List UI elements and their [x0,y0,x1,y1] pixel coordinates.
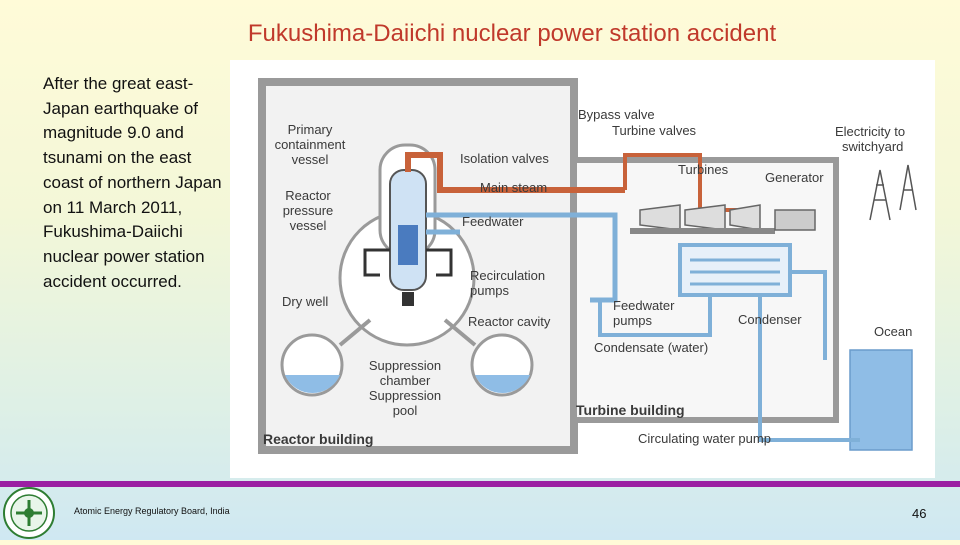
label-primary-1: Primary [288,122,333,137]
label-condensate: Condensate (water) [594,340,708,355]
label-main-steam: Main steam [480,180,547,195]
label-reactor-cavity: Reactor cavity [468,314,551,329]
label-turbines: Turbines [678,162,729,177]
label-bypass-valve: Bypass valve [578,107,655,122]
label-turbine-building: Turbine building [576,402,685,418]
label-ocean: Ocean [874,324,912,339]
label-recirc-2: pumps [470,283,510,298]
label-rpv-1: Reactor [285,188,331,203]
label-turbine-valves: Turbine valves [612,123,697,138]
label-sc-2: chamber [380,373,431,388]
label-isolation-valves: Isolation valves [460,151,549,166]
electricity-pylons [869,164,917,221]
label-fw-pumps-2: pumps [613,313,653,328]
page-number: 46 [912,506,927,521]
label-condenser: Condenser [738,312,802,327]
label-circulating-pump: Circulating water pump [638,431,771,446]
label-generator: Generator [765,170,824,185]
intro-text: After the great east-Japan earthquake of… [43,74,222,291]
label-rpv-3: vessel [290,218,327,233]
label-sp-1: Suppression [369,388,441,403]
label-feedwater: Feedwater [462,214,524,229]
generator [774,209,816,231]
reactor-pressure-vessel [389,169,427,306]
footer-organization: Atomic Energy Regulatory Board, India [74,506,230,516]
label-sc-1: Suppression [369,358,441,373]
turbines [630,204,775,234]
label-primary-3: vessel [292,152,329,167]
plant-diagram: Primary containment vessel Reactor press… [230,60,935,478]
label-electricity-1: Electricity to [835,124,905,139]
label-rpv-2: pressure [283,203,334,218]
slide-title: Fukushima-Daiichi nuclear power station … [247,20,777,47]
label-reactor-building: Reactor building [263,431,373,447]
suppression-pool-right [470,333,534,397]
ocean-tank [849,349,913,451]
label-recirc-1: Recirculation [470,268,545,283]
footer-divider [0,481,960,487]
label-sp-2: pool [393,403,418,418]
label-fw-pumps-1: Feedwater [613,298,675,313]
aerb-logo [2,486,56,540]
label-electricity-2: switchyard [842,139,903,154]
suppression-pool-left [280,333,344,397]
label-dry-well: Dry well [282,294,328,309]
condenser [678,243,792,297]
label-primary-2: containment [275,137,346,152]
